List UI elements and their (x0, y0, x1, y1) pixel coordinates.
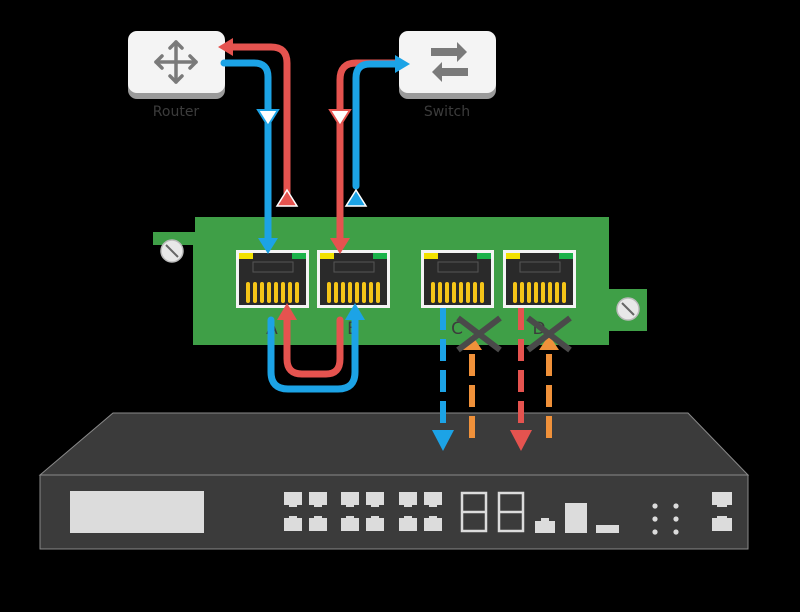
flow-switch-to-b (336, 59, 402, 244)
appliance-leds (652, 503, 679, 535)
arrowhead-up-loop-b (345, 303, 365, 320)
appliance-console-ports (712, 492, 732, 531)
network-appliance (38, 412, 750, 550)
arrowhead-white-down-b (328, 109, 352, 128)
card-ports: AB C D (236, 250, 576, 339)
arrowhead-up-loop-a (277, 303, 297, 320)
port-led-green (373, 253, 387, 259)
arrowhead-up-b (344, 188, 368, 207)
appliance-display (70, 491, 204, 533)
port-b: B (317, 250, 390, 339)
port-led-yellow (506, 253, 520, 259)
flow-a-to-router (226, 43, 291, 204)
port-led-yellow (239, 253, 253, 259)
arrowhead-blue-switch (395, 55, 410, 73)
flow-b-to-switch (352, 60, 399, 190)
router-label: Router (153, 104, 200, 120)
arrowhead-white-down-a (256, 109, 280, 128)
port-d: D (503, 250, 576, 339)
port-led-yellow (320, 253, 334, 259)
port-latch (437, 261, 479, 273)
flow-paths (220, 43, 402, 393)
blocked-paths (432, 308, 559, 451)
port-latch (519, 261, 561, 273)
arrowhead-red-router (218, 38, 233, 56)
appliance-misc-ports (535, 503, 619, 533)
switch-label: Switch (424, 104, 470, 120)
port-bank-1 (284, 492, 327, 531)
appliance-top (38, 412, 750, 476)
bypass-loop-outer (267, 316, 359, 393)
port-latch (333, 261, 375, 273)
port-led-green (477, 253, 491, 259)
appliance-sfp-cages (460, 491, 525, 533)
port-latch (252, 261, 294, 273)
port-led-green (292, 253, 306, 259)
mounting-screw-left (160, 239, 184, 263)
blocked-x-d (526, 315, 572, 353)
router-device: Router (128, 31, 225, 120)
port-led-yellow (424, 253, 438, 259)
arrowhead-down-b (330, 238, 350, 254)
port-led-green (559, 253, 573, 259)
router-icon (154, 40, 198, 84)
arrowhead-down-a (258, 238, 278, 254)
appliance-port-banks (284, 492, 442, 531)
port-bank-2 (341, 492, 384, 531)
arrowhead-up-a (275, 188, 299, 207)
port-bank-3 (399, 492, 442, 531)
switch-device: Switch (399, 31, 496, 120)
bypass-card: AB C D (153, 217, 647, 345)
bypass-loop-inner (283, 316, 344, 378)
port-c: C (421, 250, 494, 339)
blocked-x-c (456, 315, 502, 353)
switch-icon (431, 42, 468, 82)
port-label: C (451, 319, 463, 339)
blocked-x-marks (456, 315, 572, 353)
port-a: A (236, 250, 309, 339)
flow-arrowheads (218, 38, 410, 320)
flow-router-to-a (220, 59, 272, 244)
mounting-screw-right (616, 297, 640, 321)
